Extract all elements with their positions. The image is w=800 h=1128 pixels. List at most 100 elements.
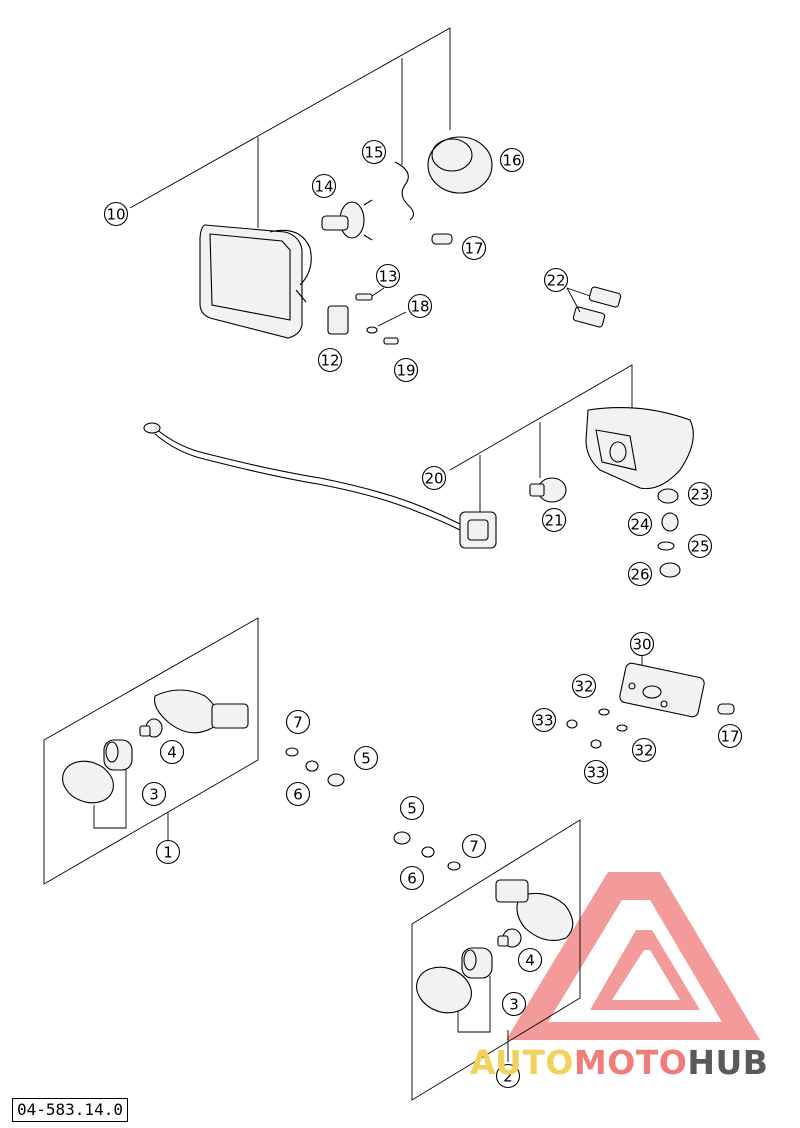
indicator-assembly-right — [393, 819, 581, 1101]
tail-light-socket — [459, 511, 497, 549]
callout-label: 14 — [314, 178, 333, 196]
bracket — [327, 305, 349, 335]
callout-label: 33 — [586, 764, 605, 782]
callout-circle — [361, 139, 387, 165]
callout-label: 5 — [361, 750, 371, 768]
license-lamp-housing — [619, 662, 705, 718]
callout-circle — [399, 795, 425, 821]
watermark-moto: MOTO — [573, 1043, 688, 1082]
indicator-housing-left — [153, 689, 249, 734]
callout-3: 3 — [501, 991, 527, 1017]
callout-21: 21 — [541, 507, 567, 533]
callout-17: 17 — [717, 723, 743, 749]
callout-circle — [627, 511, 653, 537]
callout-12: 12 — [317, 347, 343, 373]
callout-circle — [687, 533, 713, 559]
license-lamp-assembly — [566, 656, 735, 749]
callout-18: 18 — [407, 293, 433, 319]
screw — [355, 293, 373, 301]
callout-circle — [717, 723, 743, 749]
callout-circle — [461, 235, 487, 261]
callout-32: 32 — [571, 673, 597, 699]
callout-circle — [495, 1063, 521, 1089]
headlight-rubber-ring — [427, 136, 493, 194]
washer — [366, 326, 378, 334]
callout-circle — [285, 781, 311, 807]
callout-circle — [499, 147, 525, 173]
indicator-reflector-left — [103, 739, 133, 771]
callout-circle — [155, 839, 181, 865]
callout-label: 25 — [690, 538, 709, 556]
headlight-assembly — [129, 27, 622, 345]
callout-circle — [627, 561, 653, 587]
spacer — [661, 512, 679, 532]
callout-label: 4 — [525, 952, 535, 970]
callout-label: 7 — [293, 714, 303, 732]
callout-label: 30 — [632, 636, 651, 654]
indicator-housing-right — [495, 879, 574, 941]
callout-26: 26 — [627, 561, 653, 587]
callout-5: 5 — [353, 745, 379, 771]
indicator-bulb-right — [497, 928, 522, 948]
screw-19 — [383, 337, 399, 345]
callout-label: 21 — [544, 512, 563, 530]
callout-circle — [517, 947, 543, 973]
callout-22: 22 — [543, 267, 569, 293]
indicator-assembly-left — [43, 617, 345, 885]
indicator-bulb-left — [139, 718, 163, 738]
indicator-reflector-right — [461, 947, 493, 979]
callout-circle — [399, 865, 425, 891]
callout-24: 24 — [627, 511, 653, 537]
tail-light-assembly — [143, 364, 694, 578]
callout-circle — [631, 737, 657, 763]
callout-4: 4 — [517, 947, 543, 973]
watermark-logo-icon — [506, 872, 760, 1040]
callout-label: 19 — [396, 362, 415, 380]
rubber-bush — [657, 488, 679, 504]
callout-label: 3 — [149, 786, 159, 804]
tail-light-housing — [585, 407, 694, 490]
license-bulb — [717, 703, 735, 715]
callout-5: 5 — [399, 795, 425, 821]
callout-3: 3 — [141, 781, 167, 807]
callout-label: 2 — [503, 1068, 513, 1086]
callout-15: 15 — [361, 139, 387, 165]
callout-label: 17 — [720, 728, 739, 746]
callout-label: 6 — [407, 870, 417, 888]
callout-33: 33 — [583, 759, 609, 785]
callout-circle — [421, 465, 447, 491]
callout-circle — [375, 263, 401, 289]
callout-circle — [583, 759, 609, 785]
callout-label: 10 — [106, 206, 125, 224]
callout-circle — [501, 991, 527, 1017]
indicator-lens-left — [62, 760, 114, 804]
callout-circle — [687, 481, 713, 507]
callout-label: 3 — [509, 996, 519, 1014]
callout-label: 17 — [464, 240, 483, 258]
callout-label: 4 — [167, 744, 177, 762]
callout-label: 20 — [424, 470, 443, 488]
callout-label: 13 — [378, 268, 397, 286]
callout-label: 32 — [634, 742, 653, 760]
watermark-text: AUTOMOTOHUB — [470, 1043, 768, 1082]
callout-6: 6 — [399, 865, 425, 891]
callout-circle — [461, 833, 487, 859]
callout-circle — [541, 507, 567, 533]
callout-14: 14 — [311, 173, 337, 199]
fuses — [566, 286, 622, 328]
callout-label: 24 — [630, 516, 649, 534]
callout-circle — [317, 347, 343, 373]
callout-1: 1 — [155, 839, 181, 865]
callout-label: 5 — [407, 800, 417, 818]
callout-label: 32 — [574, 678, 593, 696]
callout-6: 6 — [285, 781, 311, 807]
callout-label: 16 — [502, 152, 521, 170]
callout-circle — [103, 201, 129, 227]
washer-25 — [657, 541, 675, 551]
callout-circle — [543, 267, 569, 293]
callout-label: 1 — [163, 844, 173, 862]
callout-32: 32 — [631, 737, 657, 763]
headlight-bulb — [321, 199, 373, 241]
callout-20: 20 — [421, 465, 447, 491]
